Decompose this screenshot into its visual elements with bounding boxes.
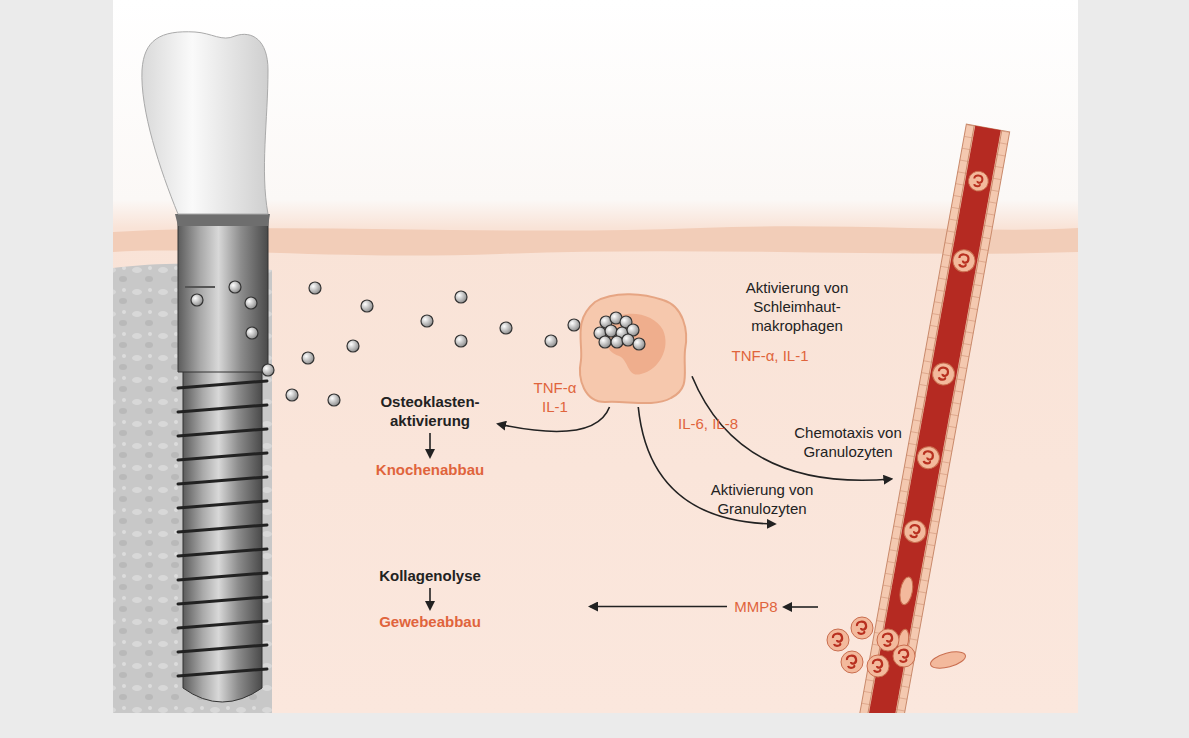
node-text: Aktivierung von Schleimhaut-makrophagen bbox=[727, 278, 867, 335]
cytokine-label: TNF-α, IL-1 bbox=[720, 346, 820, 365]
process-label: Aktivierung von Granulozyten bbox=[698, 480, 826, 518]
result-label: Gewebeabbau bbox=[370, 612, 490, 631]
bacterium bbox=[455, 291, 467, 303]
bacterium bbox=[633, 338, 645, 350]
bacterium bbox=[309, 282, 321, 294]
bacterium bbox=[455, 335, 467, 347]
bacterium bbox=[229, 281, 241, 293]
bacterium bbox=[286, 389, 298, 401]
process-label: Chemotaxis von Granulozyten bbox=[786, 423, 910, 461]
node-text: Osteoklasten-aktivierung bbox=[370, 392, 490, 430]
bacterium bbox=[605, 325, 617, 337]
process-label: Osteoklasten-aktivierung bbox=[370, 392, 490, 430]
bacterium bbox=[328, 394, 340, 406]
result-label: Knochenabbau bbox=[370, 460, 490, 479]
macrophage-cell: Aktivierung von Schleimhaut-makrophagen bbox=[575, 290, 690, 405]
bacterium bbox=[361, 300, 373, 312]
node-text: MMP8 bbox=[733, 597, 779, 616]
arrow-connector bbox=[429, 588, 431, 609]
node-text: Gewebeabbau bbox=[370, 612, 490, 631]
bacterium bbox=[245, 297, 257, 309]
cytokine-label: TNF-α IL-1 bbox=[528, 378, 582, 416]
cytokine-label: IL-6, IL-8 bbox=[668, 414, 748, 433]
arrow-connector bbox=[429, 433, 431, 457]
bacterium bbox=[262, 364, 274, 376]
bacterium bbox=[302, 352, 314, 364]
bacterium bbox=[622, 334, 634, 346]
bacterium bbox=[545, 335, 557, 347]
node-text: Knochenabbau bbox=[370, 460, 490, 479]
bacterium bbox=[246, 327, 258, 339]
bacterium bbox=[611, 336, 623, 348]
node-text: Aktivierung von Granulozyten bbox=[698, 480, 826, 518]
bacterium bbox=[568, 319, 580, 331]
bacterium bbox=[191, 294, 203, 306]
bacterium bbox=[500, 322, 512, 334]
bacterium bbox=[347, 340, 359, 352]
node-text: Kollagenolyse bbox=[370, 566, 490, 585]
enzyme-label: MMP8 bbox=[733, 597, 779, 616]
bacterium bbox=[421, 315, 433, 327]
node-text: Chemotaxis von Granulozyten bbox=[786, 423, 910, 461]
bacterium bbox=[599, 336, 611, 348]
arrow-connector bbox=[590, 606, 727, 608]
process-label: Kollagenolyse bbox=[370, 566, 490, 585]
